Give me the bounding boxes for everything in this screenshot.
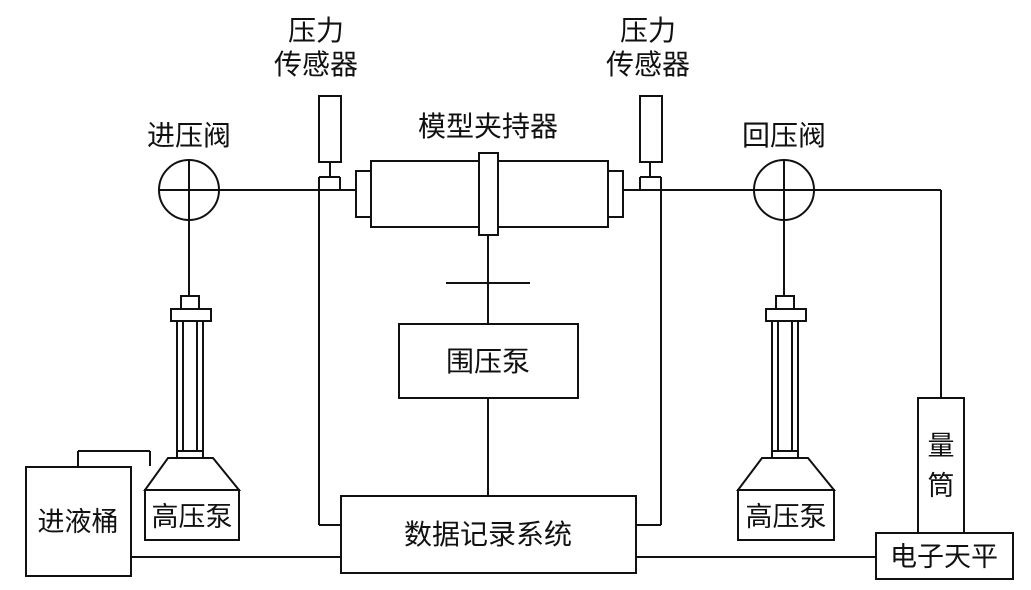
label-inlet-valve: 进压阀	[147, 119, 231, 152]
label-cylinder-line1: 量	[928, 431, 955, 462]
label-hp-pump-right: 高压泵	[746, 502, 827, 533]
inlet-valve	[158, 159, 220, 221]
pressure-sensor-left	[318, 95, 342, 163]
label-inlet-tank: 进液桶	[38, 507, 119, 538]
data-system-box	[340, 495, 637, 574]
inlet-tank-box	[25, 466, 132, 577]
measuring-cylinder-box	[917, 397, 965, 534]
label-data-system: 数据记录系统	[404, 518, 572, 551]
high-pressure-pump-left	[143, 295, 242, 541]
high-pressure-pump-right	[736, 295, 837, 541]
label-sensor-left-line1: 压力	[288, 14, 344, 47]
electronic-balance-box	[875, 532, 1014, 580]
label-sensor-right-line1: 压力	[620, 14, 676, 47]
core-holder	[355, 152, 624, 236]
connection-lines	[77, 162, 942, 558]
label-electronic-balance: 电子天平	[890, 542, 998, 573]
label-sensor-right-line2: 传感器	[606, 48, 690, 81]
label-core-holder: 模型夹持器	[418, 110, 558, 143]
label-confining-pump: 围压泵	[446, 345, 530, 378]
label-cylinder-line2: 筒	[928, 471, 955, 502]
confining-pump-box	[398, 323, 579, 399]
label-sensor-left-line2: 传感器	[274, 48, 358, 81]
label-outlet-valve: 回压阀	[742, 119, 826, 152]
pressure-sensor-right	[639, 95, 663, 163]
label-hp-pump-left: 高压泵	[152, 502, 233, 533]
outlet-valve	[753, 159, 815, 221]
